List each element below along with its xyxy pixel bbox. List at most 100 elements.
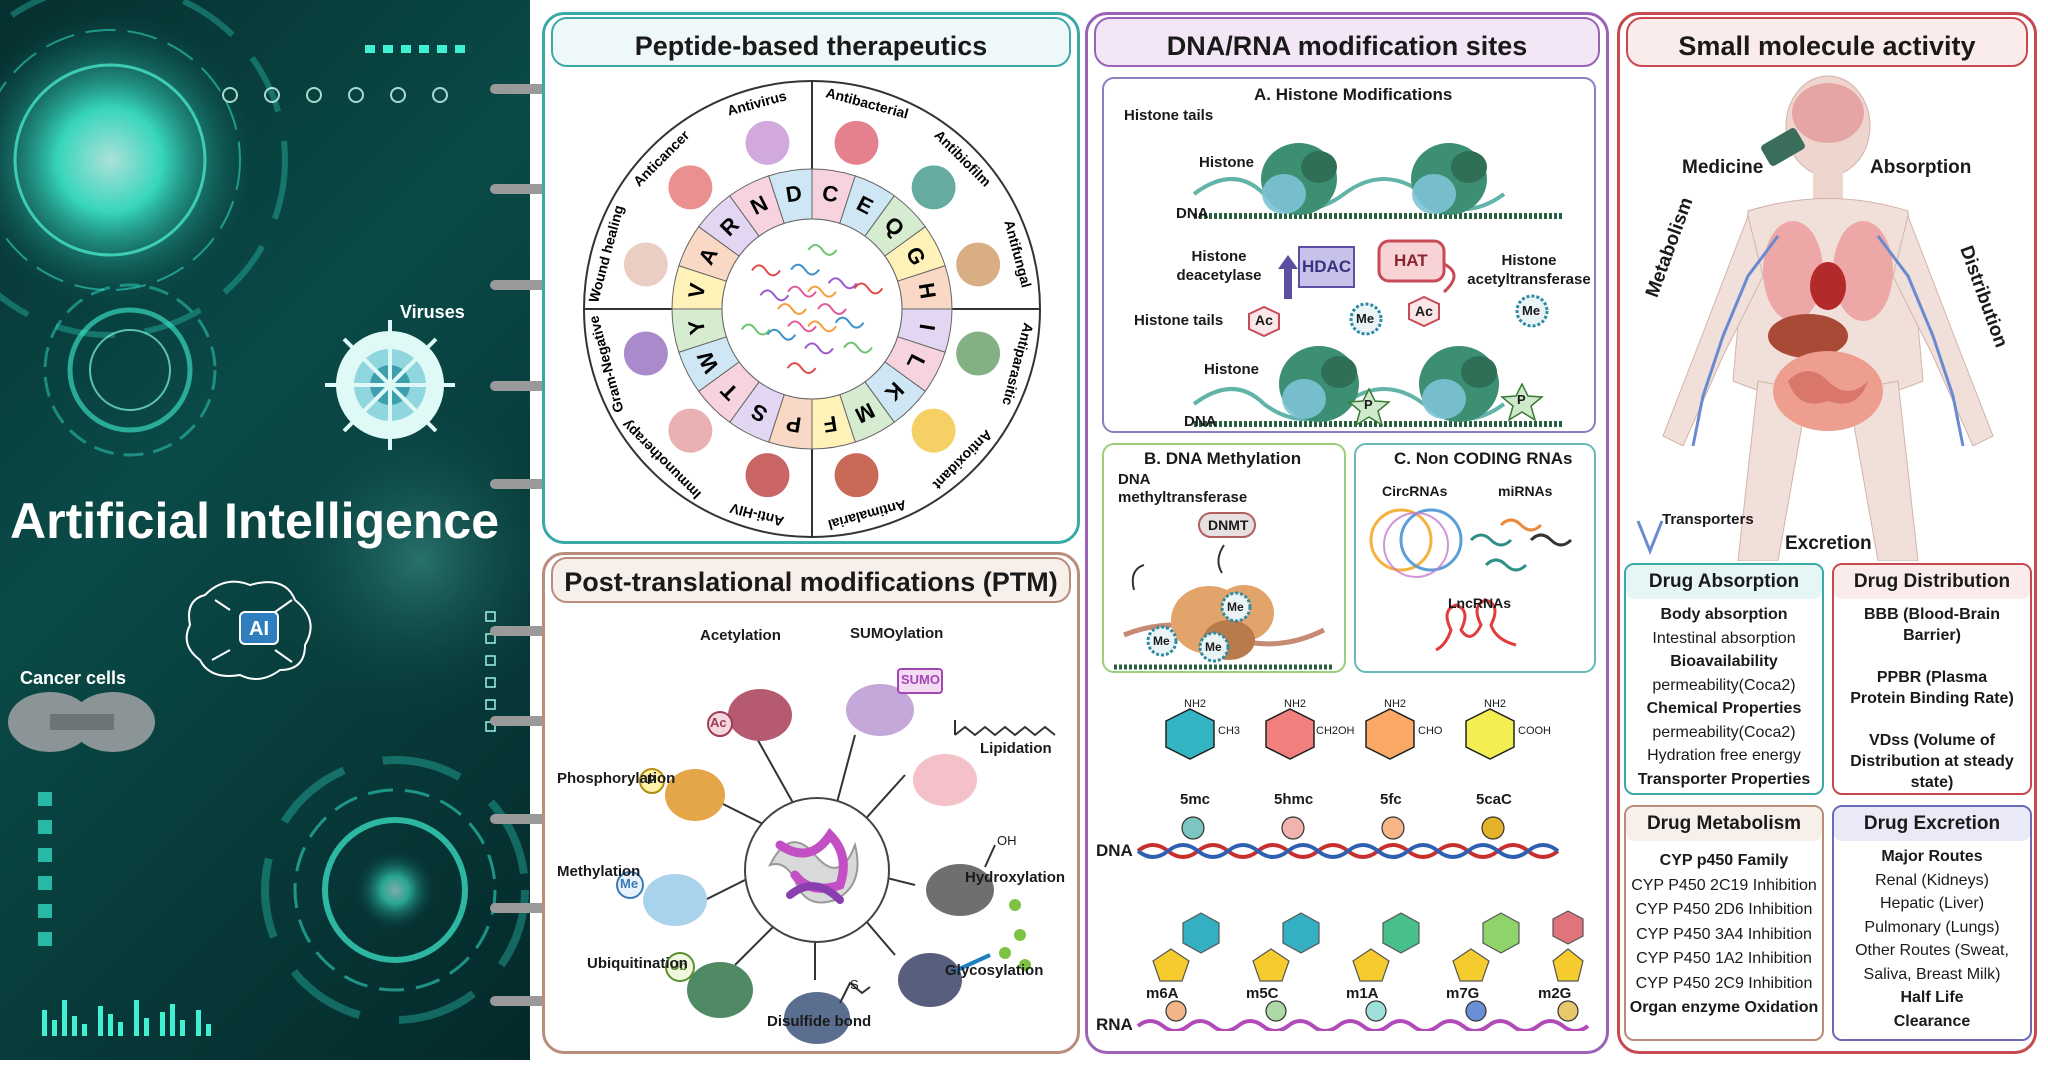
activity-icon <box>623 242 668 287</box>
transporters-label: Transporters <box>1662 511 1754 528</box>
ptm-title: Post-translational modifications (PTM) <box>551 557 1071 603</box>
adme-line: Hepatic (Liver) <box>1879 895 1985 912</box>
deacetylase-label: Histone deacetylase <box>1164 247 1274 285</box>
activity-icon <box>834 120 879 165</box>
ac-mark-2: Ac <box>1415 303 1433 319</box>
amino-acid-letter: F <box>822 411 839 438</box>
ai-badge: AI <box>249 618 269 640</box>
peptide-chain <box>804 342 834 355</box>
activity-icon <box>745 120 790 165</box>
histone-tails-label-2: Histone tails <box>1134 312 1224 329</box>
adme-line: Major Routes <box>1881 848 1983 865</box>
adme-line: Distribution at steady <box>1850 753 2014 770</box>
adme-line: state) <box>1910 774 1954 791</box>
peptide-chain <box>807 243 838 256</box>
adme-line: VDss (Volume of <box>1869 732 1995 749</box>
nh2-group-2: NH2 <box>1284 698 1307 710</box>
hdac-label: HDAC <box>1302 257 1352 276</box>
phosphorylation-label: Phosphorylation <box>557 770 676 787</box>
dna-label-top: DNA <box>1176 205 1209 222</box>
peptide-panel: Peptide-based therapeutics Antibacterial… <box>542 12 1080 544</box>
dnmt-enzyme-label: DNA methyltransferase <box>1118 471 1258 507</box>
ai-background-art <box>0 0 530 1036</box>
adme-line: BBB (Blood-Brain <box>1864 606 2000 623</box>
p-mark-1: P <box>1364 397 1373 412</box>
drug-metabolism-title: Drug Metabolism <box>1626 807 1822 841</box>
activity-icon <box>668 165 713 210</box>
me-tag: Me <box>620 876 639 891</box>
drug-absorption-title: Drug Absorption <box>1626 565 1822 599</box>
methylation-diagram <box>1114 512 1334 670</box>
adme-line: CYP P450 3A4 Inhibition <box>1636 925 1812 943</box>
noncoding-box: C. Non CODING RNAs CircRNAs miRNAs LncRN… <box>1354 443 1596 673</box>
nh2-group-1: NH2 <box>1184 698 1207 710</box>
nh2-group-4: NH2 <box>1484 698 1507 710</box>
acetyltransferase-label: Histone acetyltransferase <box>1464 251 1594 289</box>
ub-tag: Ub <box>670 958 688 973</box>
adme-line: Half Life <box>1900 989 1964 1006</box>
lipidation-label: Lipidation <box>980 740 1052 757</box>
peptide-chain <box>786 362 817 375</box>
adme-line: Protein Binding Rate) <box>1850 690 2014 707</box>
adme-line: CYP P450 2D6 Inhibition <box>1635 901 1813 918</box>
lncrnas-label: LncRNAs <box>1448 595 1512 611</box>
adme-line: PPBR (Plasma <box>1876 669 1988 686</box>
rna-mod-m2g: m2G <box>1538 985 1572 1002</box>
rna-mod-m5c: m5C <box>1246 985 1279 1002</box>
me-mark-1: Me <box>1356 311 1375 326</box>
peptide-wheel: AntibacterialAntibiofilmAntifungalAntipa… <box>583 80 1041 538</box>
rna-mod-m7g: m7G <box>1446 985 1480 1002</box>
me-mark-3: Me <box>1153 634 1170 648</box>
circrnas-label: CircRNAs <box>1382 483 1448 499</box>
ubiquitination-label: Ubiquitination <box>587 955 688 972</box>
adme-line: CYP P450 2C9 Inhibition <box>1635 974 1813 992</box>
noncoding-diagram <box>1369 508 1573 652</box>
p-tag: P <box>647 772 656 787</box>
dna-title: DNA/RNA modification sites <box>1094 17 1600 67</box>
amino-acid-letter: Y <box>683 318 710 337</box>
rna-strand-label: RNA <box>1096 1015 1133 1034</box>
peptide-chain <box>817 303 847 315</box>
activity-icon <box>745 453 790 498</box>
drug-excretion-title: Drug Excretion <box>1834 807 2030 841</box>
cho-group: CHO <box>1418 725 1443 737</box>
histone-box-title: A. Histone Modifications <box>1254 85 1453 104</box>
peptide-chain <box>787 285 817 298</box>
medicine-label: Medicine <box>1682 157 1764 178</box>
ac-tag: Ac <box>710 715 727 730</box>
adme-line: Renal (Kidneys) <box>1875 871 1989 889</box>
amino-acid-letter: D <box>784 180 804 207</box>
base-5mc: 5mc <box>1180 791 1211 808</box>
dna-panel: DNA/RNA modification sites A. Histone Mo… <box>1085 12 1609 1054</box>
histone-box: A. Histone Modifications Histone tails H… <box>1102 77 1596 433</box>
activity-icon <box>911 408 956 453</box>
base-5hmc: 5hmc <box>1274 791 1314 808</box>
sumoylation-label: SUMOylation <box>850 625 944 642</box>
ai-title: Artificial Intelligence <box>10 493 500 549</box>
activity-icon <box>956 331 1001 376</box>
mirnas-label: miRNAs <box>1498 483 1553 499</box>
ac-mark-1: Ac <box>1255 312 1273 328</box>
small-molecule-panel: Small molecule activity Medicine Absorpt… <box>1617 12 2037 1054</box>
activity-icon <box>911 165 956 210</box>
histone-tails-label: Histone tails <box>1124 107 1214 124</box>
ptm-panel: Post-translational modifications (PTM) <box>542 552 1080 1054</box>
me-mark-4: Me <box>1227 600 1244 614</box>
dnmt-enzyme-text: DNA methyltransferase <box>1118 471 1248 506</box>
viruses-label: Viruses <box>400 302 465 322</box>
peptide-chain <box>853 282 884 295</box>
histone-diagram <box>1192 143 1564 427</box>
adme-line: Other Routes (Sweat, <box>1855 942 2009 959</box>
peptide-chain <box>807 285 837 298</box>
base-5cac: 5caC <box>1476 791 1512 808</box>
ch3-group: CH3 <box>1218 725 1241 737</box>
peptide-chain <box>790 263 820 276</box>
methylation-label: Methylation <box>557 863 641 880</box>
adme-line: Intestinal absorption <box>1652 629 1796 647</box>
histone-label-2: Histone <box>1204 361 1260 378</box>
peptide-chain <box>740 323 771 336</box>
adme-line: Pulmonary (Lungs) <box>1864 918 2000 936</box>
peptide-chain <box>827 277 858 290</box>
amino-acid-letter: P <box>785 411 803 438</box>
